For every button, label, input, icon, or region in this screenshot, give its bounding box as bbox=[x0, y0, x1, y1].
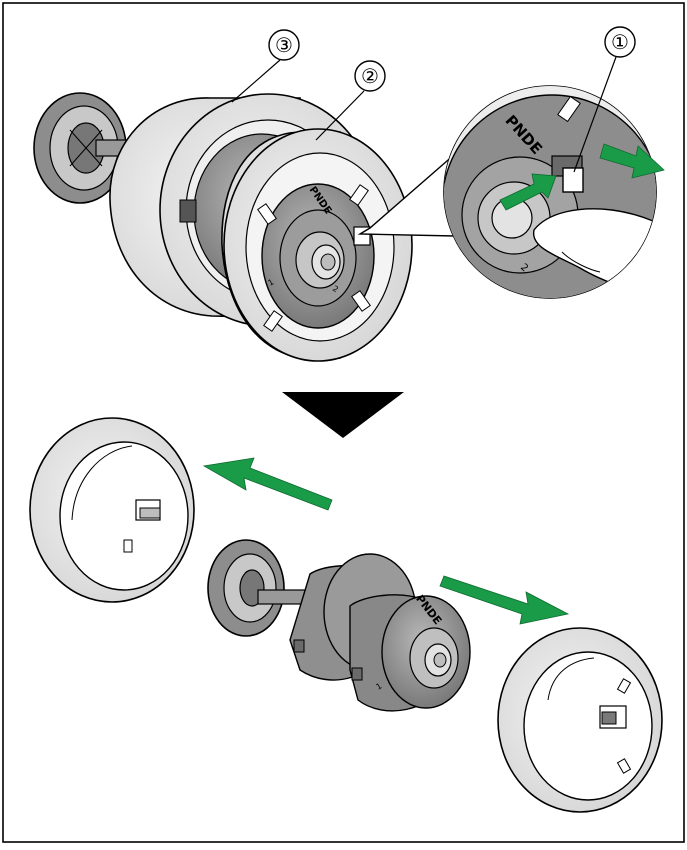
callout-3-label: ③ bbox=[275, 33, 293, 57]
pull-arrow-icon bbox=[599, 143, 665, 179]
callout-1-label: ① bbox=[611, 30, 629, 54]
release-tab bbox=[562, 167, 584, 193]
down-triangle-icon bbox=[282, 392, 404, 438]
roller-core: PNDE 1 bbox=[207, 539, 471, 712]
callout-3: ③ bbox=[231, 29, 300, 103]
assembled-roller: PNDE 2 1 PNDE 2 bbox=[33, 26, 665, 362]
hub-mark-2-large: 2 bbox=[518, 262, 530, 275]
callout-2: ② bbox=[315, 60, 386, 141]
detached-tire-3 bbox=[29, 417, 195, 603]
push-arrow-icon bbox=[499, 173, 557, 211]
detached-tire-2 bbox=[497, 627, 663, 813]
callout-1: ① bbox=[573, 26, 636, 173]
zoom-detail: PNDE 2 bbox=[443, 85, 665, 299]
callout-2-label: ② bbox=[361, 64, 379, 88]
remove-arrow-icon bbox=[202, 457, 333, 511]
hub-mark-1: 1 bbox=[267, 277, 276, 287]
hub-mark-2: 2 bbox=[331, 284, 340, 294]
roller-tire-2: PNDE 2 1 bbox=[221, 128, 413, 362]
hub-mark-1-detached: 1 bbox=[375, 681, 384, 691]
remove-arrow-icon-right bbox=[439, 575, 570, 625]
